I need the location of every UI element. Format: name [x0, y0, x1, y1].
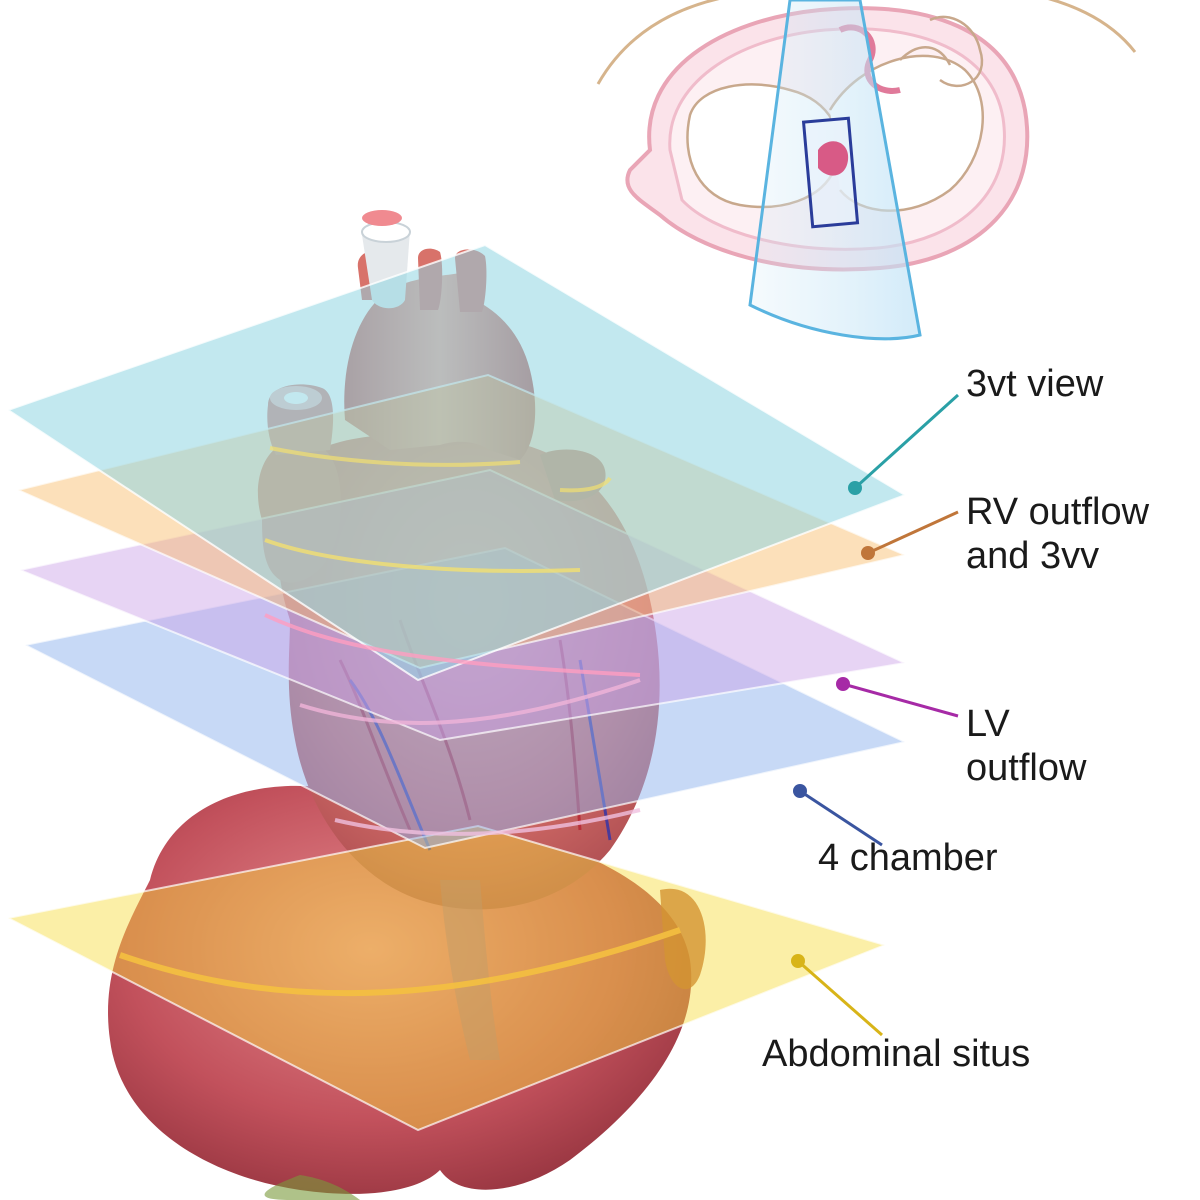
label-four-chamber: 4 chamber [818, 836, 998, 880]
plane-abdominal-situs [4, 824, 889, 1132]
fetus-legs [899, 15, 984, 88]
label-four-chamber-text: 4 chamber [818, 837, 998, 879]
leader-3vt [848, 393, 960, 495]
leader-rv-outflow [861, 510, 959, 560]
label-lv-outflow-line2: outflow [966, 747, 1087, 789]
label-lv-outflow-line1: LV [966, 703, 1010, 745]
maternal-abdomen-outline [596, 0, 1137, 85]
label-abdominal-situs-text: Abdominal situs [762, 1033, 1031, 1075]
leader-lv-outflow [836, 677, 959, 718]
cross-section-bands [119, 446, 681, 997]
label-lv-outflow: LV outflow [966, 702, 1086, 790]
label-3vt-view-text: 3vt view [966, 363, 1104, 405]
label-abdominal-situs: Abdominal situs [762, 1032, 1030, 1076]
label-rv-outflow-line2: and 3vv [966, 535, 1100, 577]
label-rv-outflow-line1: RV outflow [966, 491, 1150, 533]
scan-planes [4, 243, 909, 1132]
leader-abdominal-situs [791, 954, 883, 1037]
label-3vt-view: 3vt view [966, 362, 1103, 406]
label-rv-outflow: RV outflow and 3vv [966, 490, 1149, 578]
fetus-ultrasound-inset [596, 0, 1137, 341]
plane-three-vt [5, 243, 908, 682]
leader-four-chamber [793, 784, 883, 847]
fetal-heart-small [818, 141, 849, 176]
